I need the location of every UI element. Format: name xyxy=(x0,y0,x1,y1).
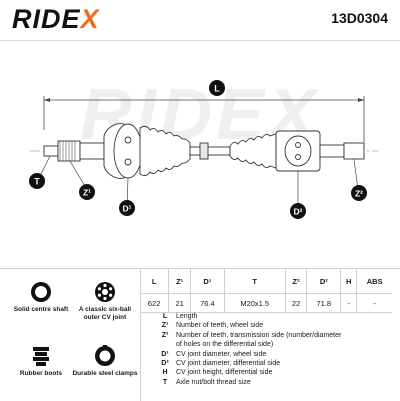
legend-row: D² CV joint diameter, differential side xyxy=(154,359,386,368)
marker-z2: Z² xyxy=(351,185,367,201)
spec-header-cell: L xyxy=(140,269,170,294)
feature-steel-clamps: Durable steel clamps xyxy=(70,345,140,378)
legend-key: L xyxy=(162,313,168,320)
header: RIDEX 13D0304 xyxy=(0,0,400,40)
length-dimension xyxy=(43,96,365,142)
spec-header-cell: ABS xyxy=(356,269,392,294)
legend-text: CV joint diameter, wheel side xyxy=(176,350,267,358)
feature-solid-shaft: Solid centre shaft xyxy=(6,281,76,314)
legend-key: Z¹ xyxy=(161,322,169,330)
wheel-side-stub xyxy=(43,140,105,162)
feature-label: Durable steel clamps xyxy=(72,370,138,377)
feature-six-ball-joint: A classic six-ball outer CV joint xyxy=(70,281,140,321)
legend-row: Z¹ Number of teeth, wheel side xyxy=(154,321,386,330)
part-number: 13D0304 xyxy=(331,10,388,26)
marker-d1: D¹ xyxy=(119,200,135,216)
rubber-boot-icon xyxy=(33,347,49,366)
spec-header-cell: Z¹ xyxy=(168,269,192,294)
six-ball-joint-icon xyxy=(95,282,115,302)
marker-thread-label: T xyxy=(34,177,40,187)
marker-length-label: L xyxy=(214,84,220,94)
spec-value-row: 622 21 76.4 M20x1.5 22 71.8 - - xyxy=(140,293,392,313)
transmission-side-spline xyxy=(319,142,365,160)
spec-header-cell: H xyxy=(340,269,358,294)
spec-value-cell: - xyxy=(356,293,392,313)
legend-row: T Axle nut/bolt thread size xyxy=(154,378,386,387)
legend-row: L Length xyxy=(154,312,386,321)
legend-row: H CV joint height, differential side xyxy=(154,368,386,377)
legend-text: CV joint height, differential side xyxy=(176,369,273,377)
legend-row: D¹ CV joint diameter, wheel side xyxy=(154,350,386,359)
legend-text: Length xyxy=(176,313,198,320)
marker-length: L xyxy=(209,80,225,96)
marker-d2-label: D² xyxy=(294,207,303,217)
wheel-side-boot xyxy=(139,125,191,177)
outer-cv-joint xyxy=(103,123,143,179)
legend-text: Number of teeth, wheel side xyxy=(176,322,264,330)
differential-side-boot xyxy=(229,133,277,169)
spec-value-cell: - xyxy=(340,293,358,313)
legend-row: Z² Number of teeth, transmission side (nu… xyxy=(154,331,386,340)
spec-legend: L Length Z¹ Number of teeth, wheel side Z²… xyxy=(154,312,386,387)
marker-z1: Z¹ xyxy=(79,184,95,200)
legend-key: D² xyxy=(161,360,169,368)
legend-text: Axle nut/bolt thread size xyxy=(176,378,251,386)
marker-d2: D² xyxy=(290,203,306,219)
spec-section: L Z¹ D¹ T Z² D² H ABS 622 21 76.4 M20x1.… xyxy=(140,269,400,386)
brand-logo: RIDEX xyxy=(12,4,100,34)
feature-label: A classic six-ball outer CV joint xyxy=(78,306,132,321)
panel-divider xyxy=(140,269,141,401)
legend-key xyxy=(154,340,176,349)
spec-header-cell: Z² xyxy=(285,269,308,294)
marker-z2-label: Z² xyxy=(355,189,363,199)
feature-rubber-boots: Rubber boots xyxy=(6,345,76,378)
spec-value-cell: 21 xyxy=(168,293,192,313)
shaft-cross-section-icon xyxy=(31,282,51,302)
spec-header-row: L Z¹ D¹ T Z² D² H ABS xyxy=(140,269,392,294)
legend-row: of holes on the differential side) xyxy=(154,340,386,349)
solid-shaft xyxy=(189,142,231,160)
marker-z1-label: Z¹ xyxy=(83,188,91,198)
legend-text: Number of teeth, transmission side (numb… xyxy=(176,331,342,339)
product-info-panel: Solid centre shaft A classic six-ball ou… xyxy=(0,268,400,401)
legend-text: of holes on the differential side) xyxy=(176,341,274,349)
spec-value-cell: 76.4 xyxy=(190,293,225,313)
inner-cv-joint xyxy=(275,130,321,172)
feature-label: Rubber boots xyxy=(19,370,63,377)
spec-table: L Z¹ D¹ T Z² D² H ABS 622 21 76.4 M20x1.… xyxy=(140,269,392,313)
legend-key: T xyxy=(162,378,168,386)
drive-shaft-diagram: L T Z¹ D¹ D² Z² xyxy=(29,80,378,219)
spec-header-cell: D² xyxy=(306,269,342,294)
marker-d1-label: D¹ xyxy=(123,204,132,214)
legend-key: D¹ xyxy=(161,350,169,358)
spec-value-cell: 622 xyxy=(140,293,170,313)
legend-text: CV joint diameter, differential side xyxy=(176,360,281,368)
spec-header-cell: D¹ xyxy=(190,269,225,294)
feature-label: Solid centre shaft xyxy=(13,306,69,313)
spec-value-cell: M20x1.5 xyxy=(224,293,286,313)
header-divider xyxy=(0,40,400,41)
spec-value-cell: 71.8 xyxy=(306,293,342,313)
marker-thread: T xyxy=(29,173,45,189)
steel-clamp-icon xyxy=(95,345,115,366)
legend-key: Z² xyxy=(161,331,169,339)
spec-value-cell: 22 xyxy=(285,293,308,313)
spec-header-cell: T xyxy=(224,269,286,294)
legend-key: H xyxy=(162,369,168,377)
